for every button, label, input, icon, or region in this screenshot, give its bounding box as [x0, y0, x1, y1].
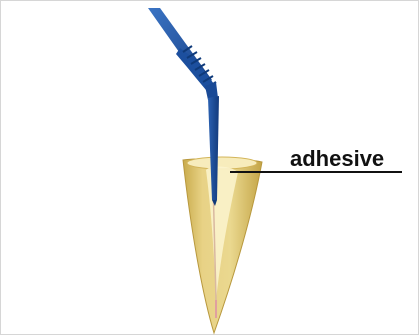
- applicator-threads: [176, 46, 216, 90]
- adhesive-label: adhesive: [290, 146, 384, 171]
